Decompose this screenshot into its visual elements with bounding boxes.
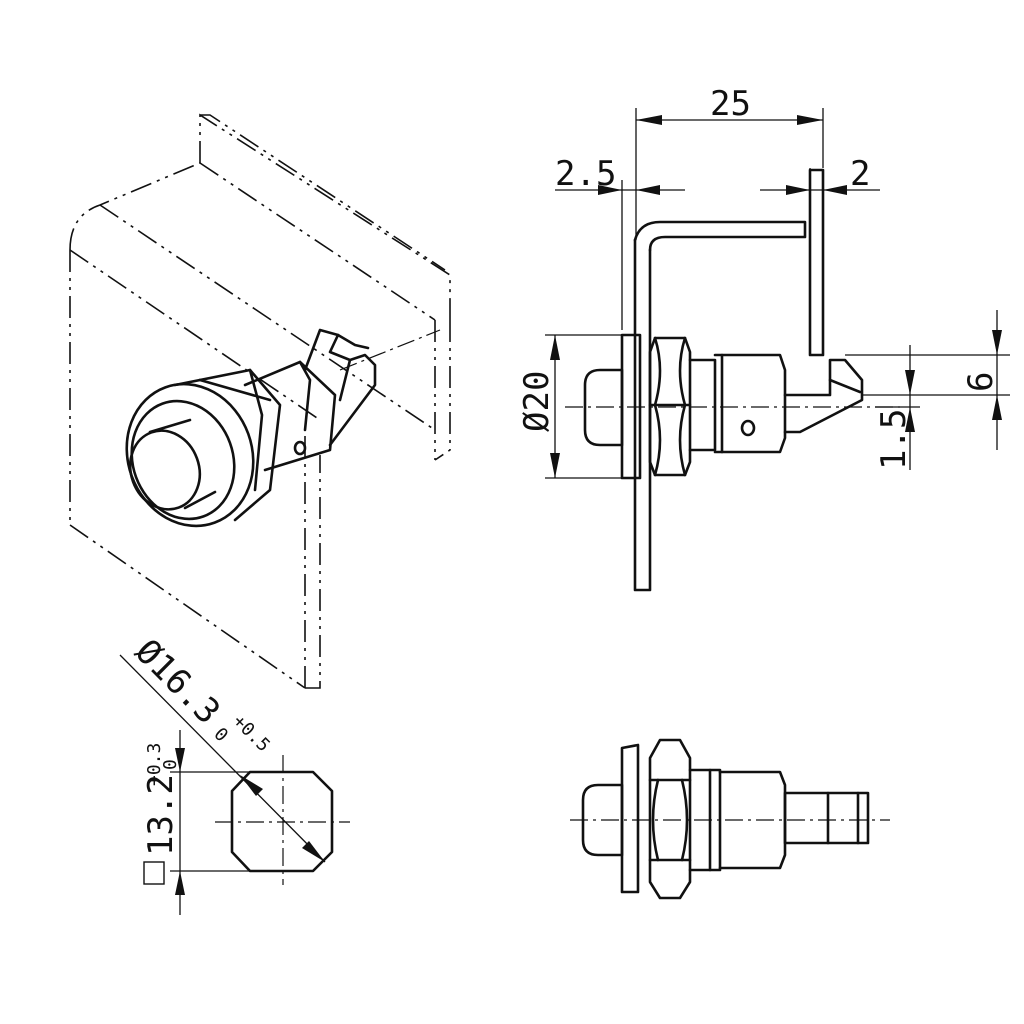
dim-cutout-square-tol-upper: +0.3 <box>144 743 165 786</box>
dim-6: 6 <box>961 372 1001 392</box>
isometric-view <box>69 113 451 689</box>
side-view: 25 2.5 2 Ø20 6 1.5 <box>517 84 1010 592</box>
dim-1-5: 1.5 <box>874 409 914 470</box>
dim-diameter-20: Ø20 <box>517 371 557 432</box>
dim-2-5: 2.5 <box>555 154 616 194</box>
dim-cutout-square-tol-lower: 0 <box>160 759 181 770</box>
panel-phantom <box>69 113 451 689</box>
dim-2: 2 <box>850 154 870 194</box>
dim-25: 25 <box>710 84 751 124</box>
cutout-view: Ø16.3 +0.5 0 13.2 +0.3 0 <box>119 632 350 915</box>
dim-cutout-diameter: Ø16.3 <box>127 632 228 733</box>
dim-cutout-diameter-tol-upper: +0.5 <box>228 711 274 757</box>
square-symbol-icon <box>143 861 165 885</box>
dim-cutout-diameter-tol-lower: 0 <box>209 724 232 747</box>
latch-iso <box>125 328 377 528</box>
top-view <box>570 738 890 900</box>
dim-cutout-square: 13.2 <box>141 774 181 856</box>
